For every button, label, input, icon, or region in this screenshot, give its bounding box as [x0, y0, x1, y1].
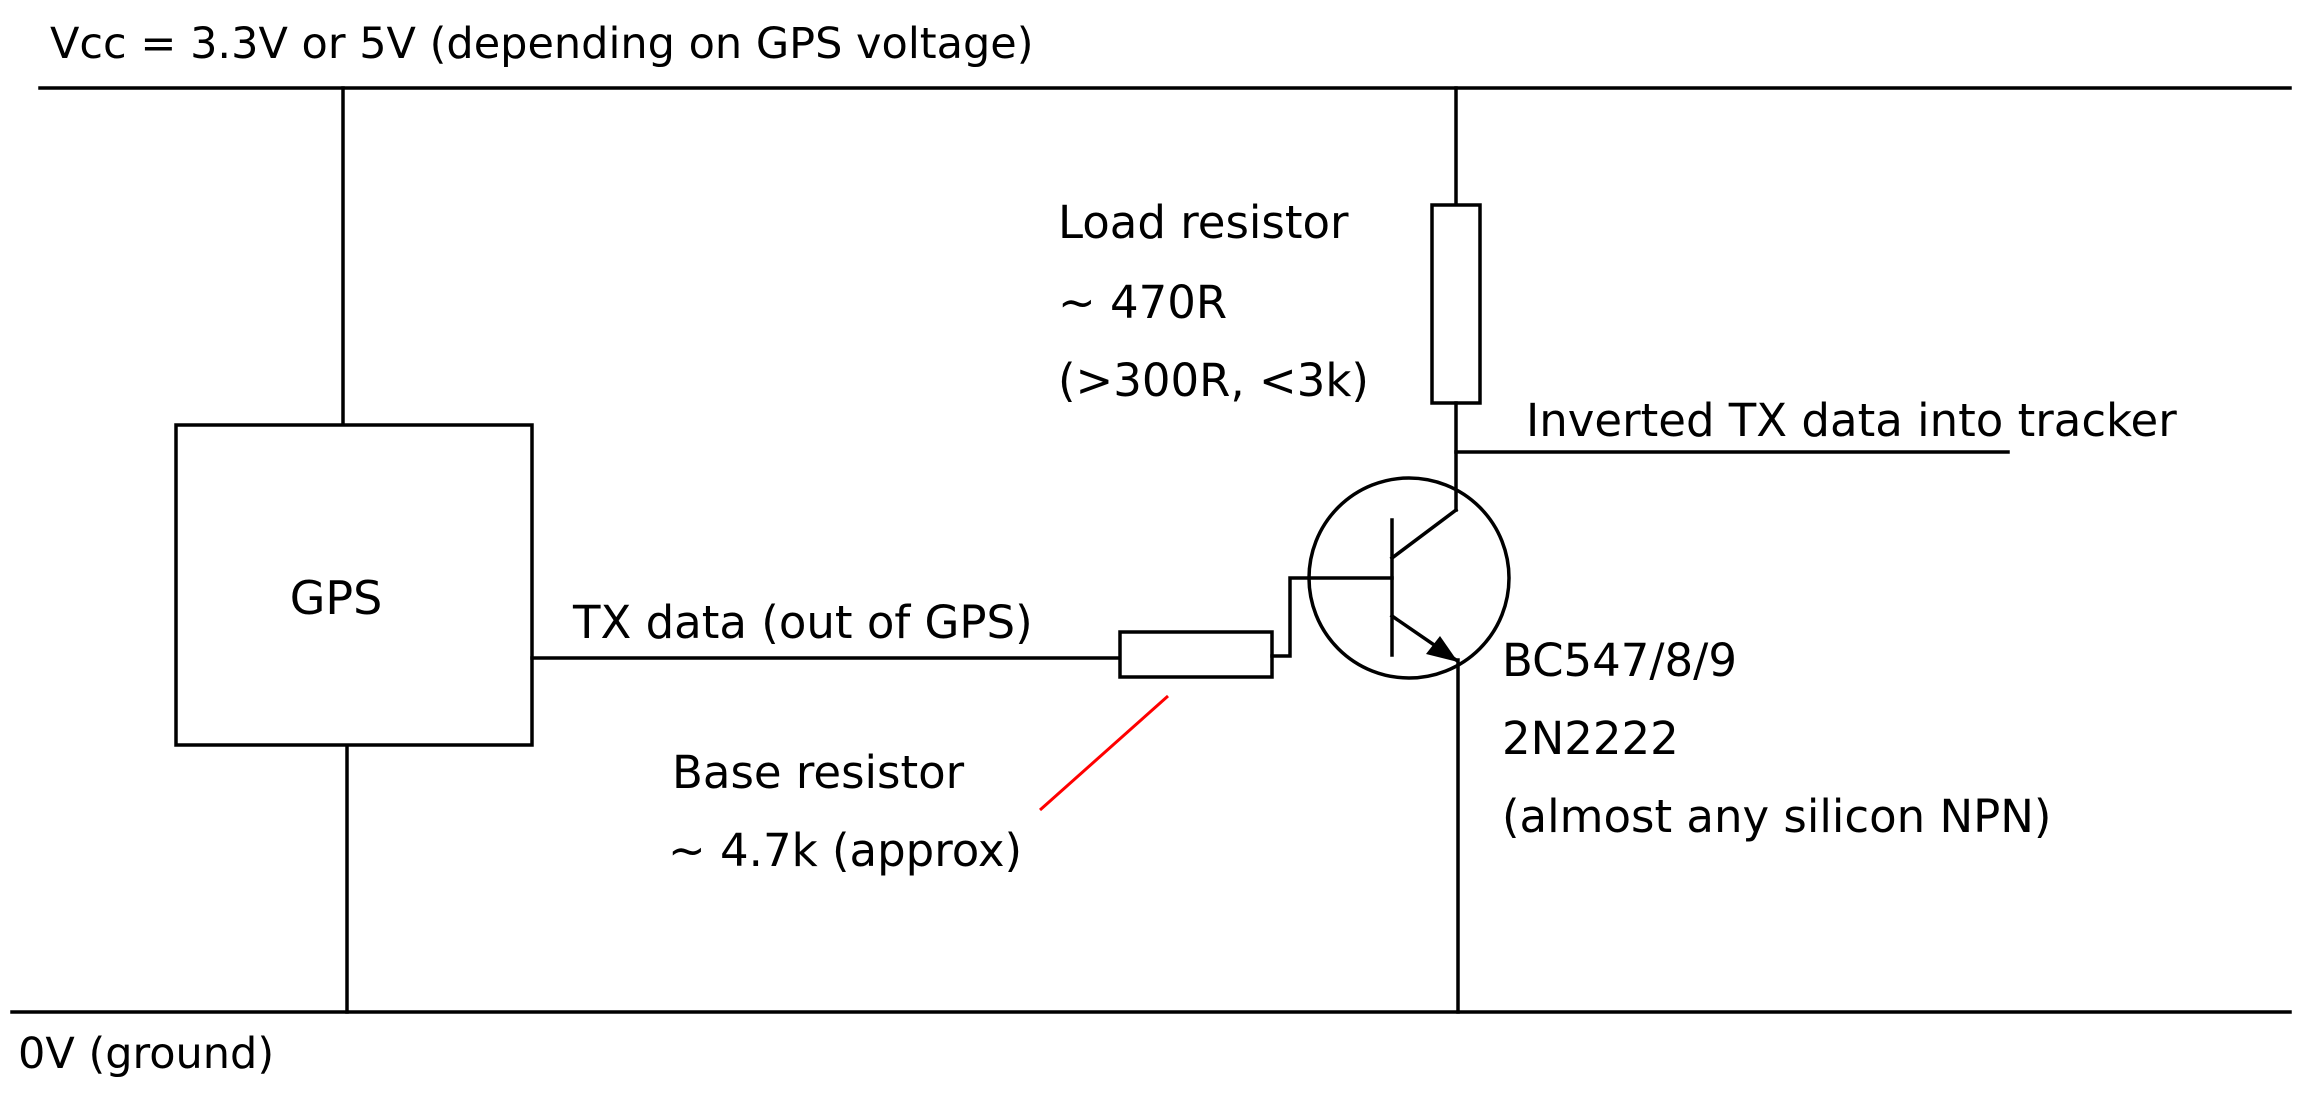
output-label: Inverted TX data into tracker: [1526, 394, 2177, 447]
load-resistor: [1430, 203, 1482, 405]
load-resistor-label-line1: Load resistor: [1058, 196, 1349, 249]
transistor-emitter-arrow: [1426, 636, 1458, 662]
load-resistor-label-line3: (>300R, <3k): [1058, 354, 1369, 407]
transistor-collector-lead: [1389, 507, 1459, 561]
base-resistor-label-line2: ~ 4.7k (approx): [668, 824, 1022, 877]
base-resistor: [1118, 630, 1274, 679]
vcc-label: Vcc = 3.3V or 5V (depending on GPS volta…: [50, 19, 1034, 69]
base-resistor-label-line1: Base resistor: [672, 746, 965, 799]
gps-module-box: [174, 423, 534, 747]
base-resistor-pointer: [1039, 694, 1169, 812]
ground-label: 0V (ground): [18, 1029, 274, 1079]
gps-label: GPS: [290, 571, 383, 625]
transistor-label-line3: (almost any silicon NPN): [1502, 790, 2052, 843]
transistor-label-line1: BC547/8/9: [1502, 634, 1737, 687]
npn-transistor-symbol: [1307, 476, 1511, 680]
base-wire: [1270, 576, 1394, 658]
transistor-body: [1307, 476, 1511, 680]
tx-data-label: TX data (out of GPS): [572, 596, 1033, 649]
load-resistor-label-line2: ~ 470R: [1058, 276, 1227, 329]
transistor-label-line2: 2N2222: [1502, 712, 1679, 765]
